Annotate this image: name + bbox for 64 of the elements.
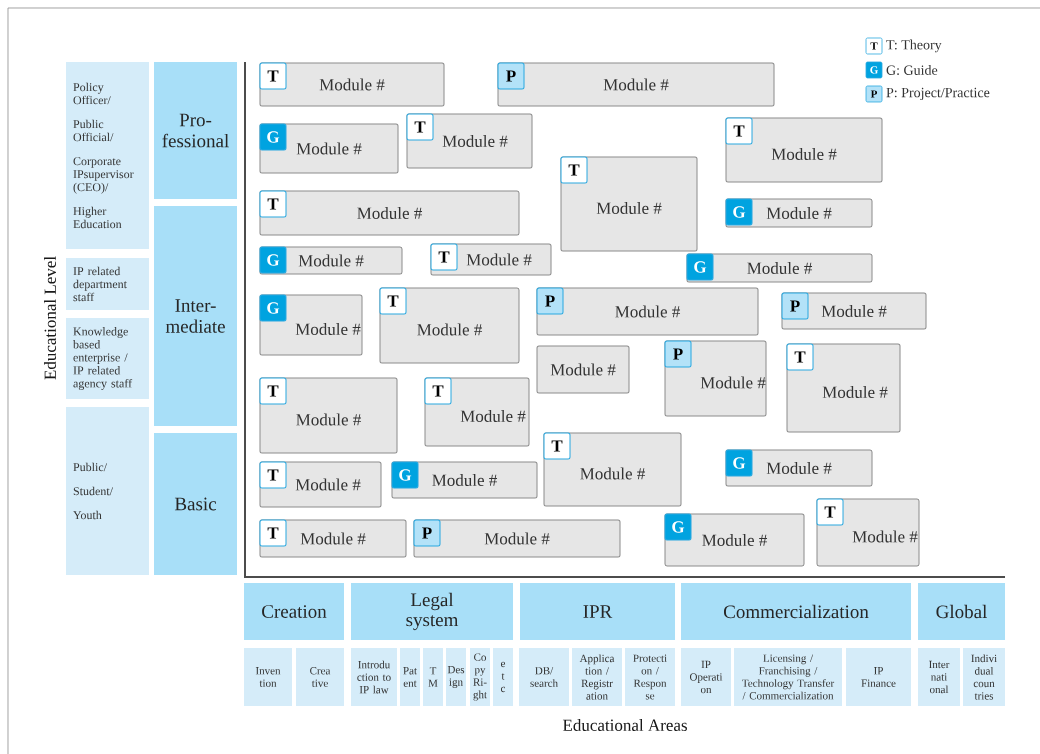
area-header: Commercialization xyxy=(681,583,911,640)
audience-cell: Knowledge based enterprise / IP related agency staff xyxy=(66,318,149,399)
audience-cell: Public/ Student/ Youth xyxy=(66,407,149,575)
level-cell: Pro- fessional xyxy=(154,62,237,199)
topic-cell: Inven tion xyxy=(244,648,292,706)
topic-cell: IP Finance xyxy=(846,648,911,706)
letter-badge: G xyxy=(391,461,419,489)
letter-badge: P xyxy=(497,62,525,90)
letter-badge: G xyxy=(664,513,692,541)
legend-badge: P xyxy=(865,85,883,103)
topic-cell: IP Operati on xyxy=(681,648,731,706)
area-header: IPR xyxy=(520,583,675,640)
area-header: Creation xyxy=(244,583,344,640)
letter-badge: P xyxy=(664,340,692,368)
letter-badge: T xyxy=(259,190,287,218)
topic-cell: Pat ent xyxy=(400,648,420,706)
letter-badge: G xyxy=(686,253,714,281)
letter-badge: G xyxy=(725,449,753,477)
topic-cell: Introdu ction to IP law xyxy=(351,648,397,706)
letter-badge: T xyxy=(543,432,571,460)
letter-badge: P xyxy=(536,287,564,315)
legend-badge: G xyxy=(865,61,883,79)
letter-badge: T xyxy=(816,498,844,526)
letter-badge: T xyxy=(259,461,287,489)
topic-cell: T M xyxy=(423,648,443,706)
topic-cell: Protecti on / Respon se xyxy=(625,648,675,706)
letter-badge: G xyxy=(725,198,753,226)
letter-badge: G xyxy=(259,123,287,151)
audience-cell: Policy Officer/ Public Official/ Corporate IPsupervisor (CEO)/ Higher Education xyxy=(66,62,149,249)
legend-text: P: Project/Practice xyxy=(886,87,990,101)
module-box: Module # xyxy=(536,345,630,394)
legend-badge: T xyxy=(865,37,883,55)
letter-badge: T xyxy=(259,377,287,405)
area-header: Legal system xyxy=(351,583,513,640)
topic-cell: Des ign xyxy=(446,648,466,706)
axis-title: Educational Areas xyxy=(562,719,687,731)
topic-cell: Inter nati onal xyxy=(918,648,960,706)
topic-cell: e t c xyxy=(493,648,513,706)
letter-badge: T xyxy=(430,243,458,271)
audience-cell: IP related department staff xyxy=(66,258,149,310)
topic-cell: Applica tion / Registr ation xyxy=(572,648,622,706)
letter-badge: T xyxy=(259,62,287,90)
letter-badge: T xyxy=(424,377,452,405)
letter-badge: T xyxy=(560,156,588,184)
topic-cell: DB/ search xyxy=(519,648,569,706)
letter-badge: T xyxy=(379,287,407,315)
area-header: Global xyxy=(918,583,1005,640)
level-cell: Basic xyxy=(154,433,237,575)
letter-badge: T xyxy=(725,117,753,145)
level-cell: Inter- mediate xyxy=(154,206,237,426)
letter-badge: P xyxy=(781,292,809,320)
letter-badge: T xyxy=(406,113,434,141)
topic-cell: Crea tive xyxy=(296,648,344,706)
legend-text: G: Guide xyxy=(886,65,938,75)
letter-badge: T xyxy=(259,519,287,547)
letter-badge: G xyxy=(259,246,287,274)
topic-cell: Co py Ri- ght xyxy=(470,648,490,706)
letter-badge: T xyxy=(786,343,814,371)
axis-title: Educational Level xyxy=(44,256,56,380)
legend-text: T: Theory xyxy=(886,39,942,53)
letter-badge: G xyxy=(259,294,287,322)
topic-cell: Indivi dual coun tries xyxy=(963,648,1005,706)
letter-badge: P xyxy=(413,519,441,547)
topic-cell: Licensing / Franchising / Technology Transfer / Commercialization xyxy=(734,648,842,706)
